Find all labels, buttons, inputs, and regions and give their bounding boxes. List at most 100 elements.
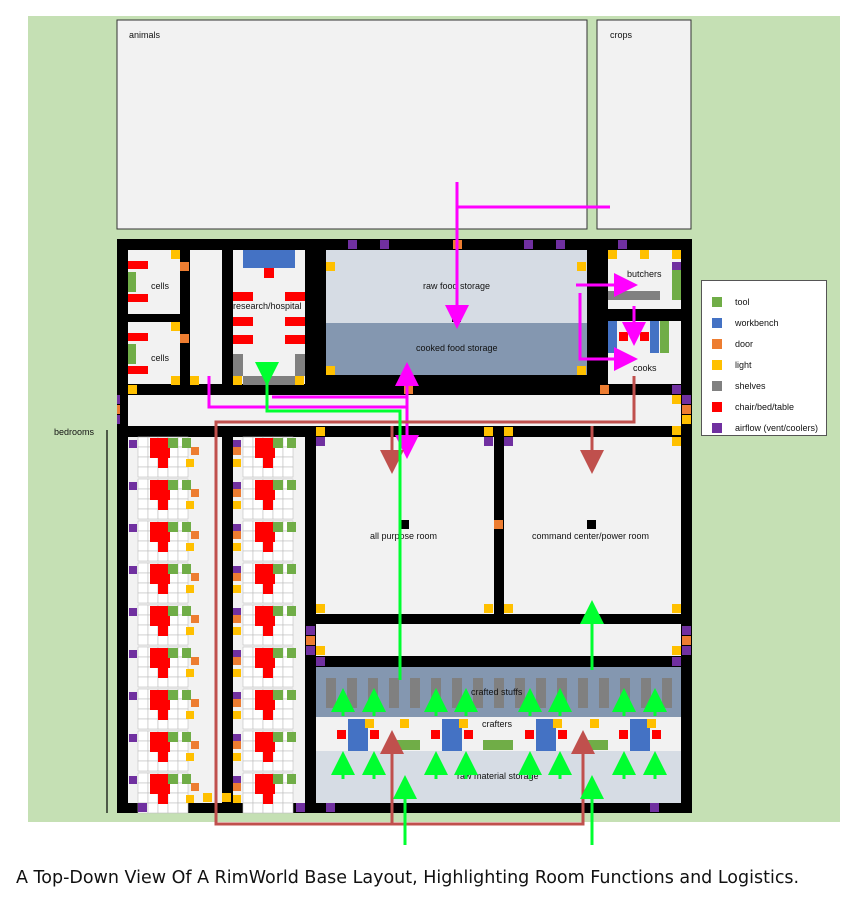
magenta-flow xyxy=(207,182,646,459)
bedroom-tile xyxy=(282,488,294,500)
bedroom-tile xyxy=(137,688,149,700)
cooked-food-label: cooked food storage xyxy=(416,343,498,353)
light-fixture xyxy=(222,793,231,802)
bedroom-door xyxy=(191,741,199,749)
bedroom-tile xyxy=(272,624,284,636)
bedroom-light xyxy=(233,711,241,719)
crops-field xyxy=(596,19,692,230)
light-fixture xyxy=(672,604,681,613)
shelf xyxy=(494,678,504,708)
bedroom-tile xyxy=(137,530,149,542)
bed-pillow xyxy=(158,458,168,468)
door-fixture xyxy=(180,334,189,343)
bedroom-tile xyxy=(167,456,179,468)
hospital-bed xyxy=(233,292,253,301)
light-fixture xyxy=(672,395,681,404)
command-marker xyxy=(587,520,596,529)
bedroom-tile-side xyxy=(182,732,191,742)
workbench xyxy=(348,719,368,751)
bedroom-tile xyxy=(262,508,274,520)
bedroom-tile xyxy=(147,676,159,688)
crafter-light xyxy=(365,719,374,728)
crafter-light xyxy=(647,719,656,728)
bedroom-vent xyxy=(129,776,137,784)
bedroom-tile xyxy=(147,792,159,804)
bedroom-tile xyxy=(167,676,179,688)
light-fixture xyxy=(577,366,586,375)
bed xyxy=(255,522,275,542)
light-fixture xyxy=(672,250,681,259)
light-fixture xyxy=(682,415,691,424)
crafter-chair xyxy=(464,730,473,739)
airflow-fixture xyxy=(650,803,659,812)
dresser xyxy=(168,480,178,490)
airflow-fixture xyxy=(682,646,691,655)
bedroom-light xyxy=(186,669,194,677)
bedroom-door xyxy=(191,447,199,455)
legend-item: tool xyxy=(712,291,818,312)
bedroom-tile-side xyxy=(182,606,191,616)
bedroom-tile xyxy=(282,582,294,594)
bedroom-tile xyxy=(272,760,284,772)
bedroom-tile xyxy=(147,582,159,594)
bedroom-tile xyxy=(272,466,284,478)
bed xyxy=(255,648,275,668)
bed-pillow xyxy=(263,542,273,552)
bed-pillow xyxy=(158,626,168,636)
light-fixture xyxy=(171,322,180,331)
bedroom-tile xyxy=(282,498,294,510)
cell-tool xyxy=(128,272,136,292)
bedroom-tile xyxy=(137,446,149,458)
light-fixture xyxy=(316,646,325,655)
light-fixture xyxy=(190,376,199,385)
bedroom-tile xyxy=(137,436,149,448)
bedroom-tile xyxy=(242,730,254,742)
bed-pillow xyxy=(158,584,168,594)
bedroom-tile xyxy=(167,466,179,478)
cell-bed xyxy=(128,333,148,341)
light-fixture xyxy=(128,385,137,394)
bedroom-light xyxy=(233,459,241,467)
bedroom-light xyxy=(186,501,194,509)
bedroom-tile xyxy=(177,592,189,604)
bedroom-tile xyxy=(167,708,179,720)
legend-label: chair/bed/table xyxy=(735,401,795,412)
bedroom-tile xyxy=(177,634,189,646)
bedroom-vent xyxy=(233,734,241,742)
bed-pillow xyxy=(263,500,273,510)
bedroom-vent xyxy=(233,608,241,616)
bedroom-tile xyxy=(252,592,264,604)
bedroom-tile xyxy=(242,530,254,542)
bedroom-tile xyxy=(157,466,169,478)
allpurpose-marker xyxy=(400,520,409,529)
bedroom-tile-side xyxy=(182,774,191,784)
bedroom-tile xyxy=(242,466,254,478)
bedroom-tile xyxy=(137,646,149,658)
bedroom-tile xyxy=(282,698,294,710)
bedroom-tile-side xyxy=(287,480,296,490)
bedroom-tile xyxy=(167,582,179,594)
door-fixture xyxy=(180,262,189,271)
crafter-chair xyxy=(337,730,346,739)
shelf xyxy=(347,678,357,708)
light-fixture xyxy=(326,262,335,271)
green-path-hospital xyxy=(255,362,402,680)
bedroom-tile xyxy=(272,708,284,720)
bedroom-vent xyxy=(129,734,137,742)
bedroom-tile-side xyxy=(287,690,296,700)
cook-chair-l xyxy=(619,332,628,341)
bedroom-tile xyxy=(252,792,264,804)
command-label: command center/power room xyxy=(532,531,649,541)
bedroom-tile xyxy=(147,760,159,772)
bedroom-tile xyxy=(147,592,159,604)
bedroom-vent xyxy=(129,440,137,448)
dresser xyxy=(168,438,178,448)
green-crafter-arrows xyxy=(331,688,667,779)
dresser xyxy=(168,606,178,616)
bedroom-tile xyxy=(242,520,254,532)
light-fixture xyxy=(326,366,335,375)
bedroom-door xyxy=(191,573,199,581)
raw-material-label: raw material storage xyxy=(457,771,539,781)
bedroom-light xyxy=(186,795,194,803)
door-fixture xyxy=(600,385,609,394)
